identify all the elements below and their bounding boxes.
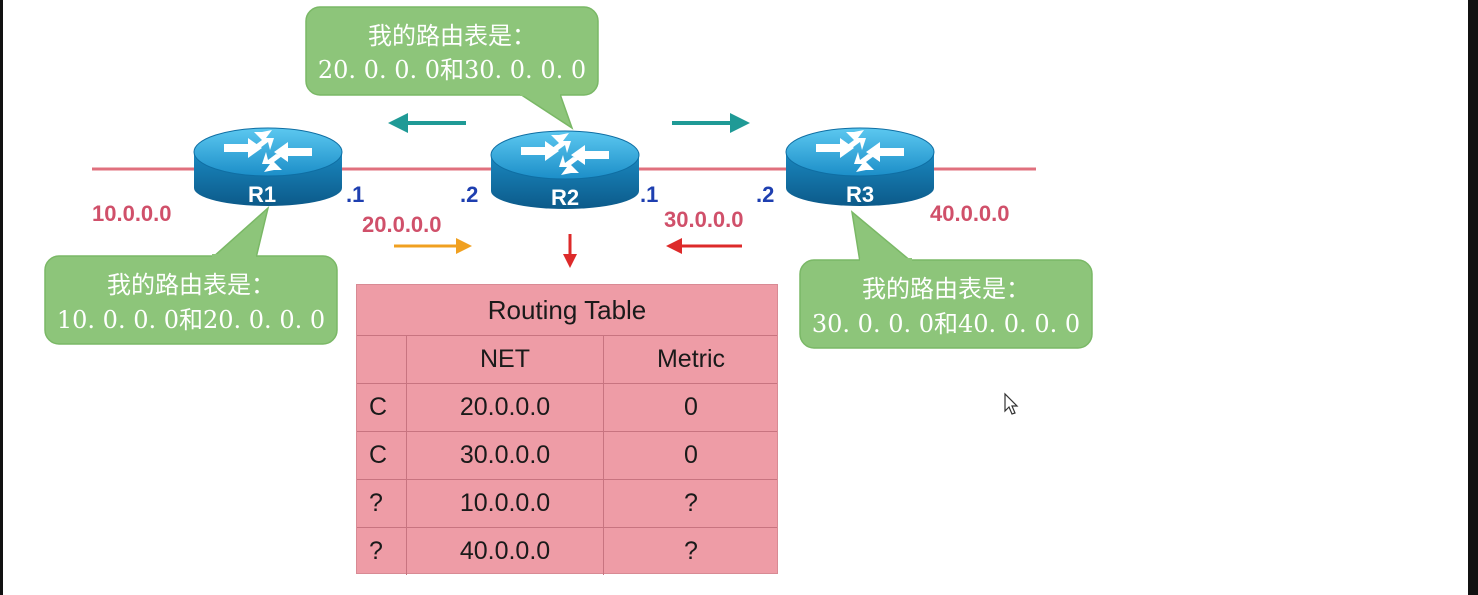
table-cell: 20.0.0.0 bbox=[407, 383, 604, 431]
router-r2: R2 bbox=[490, 130, 640, 210]
callout-r1: 我的路由表是： 10. 0. 0. 0和20. 0. 0. 0 bbox=[44, 205, 338, 345]
interface-r1-right: .1 bbox=[346, 182, 364, 207]
arrow-left-icon bbox=[666, 238, 742, 254]
routing-table-title: Routing Table bbox=[357, 285, 777, 336]
table-header-cell: Metric bbox=[656, 345, 726, 373]
callout-r2: 我的路由表是： 20. 0. 0. 0和30. 0. 0. 0 bbox=[305, 6, 599, 130]
router-r1-label: R1 bbox=[248, 182, 276, 207]
network-label-4: 40.0.0.0 bbox=[930, 201, 1010, 226]
callout-r2-line1: 我的路由表是： bbox=[368, 22, 536, 50]
table-cell: C bbox=[357, 383, 407, 431]
left-edge-bar bbox=[0, 0, 3, 595]
router-r1: R1 bbox=[193, 127, 343, 207]
table-cell: ? bbox=[684, 489, 698, 517]
table-header-row: NET Metric bbox=[357, 335, 777, 384]
callout-r3-line1: 我的路由表是： bbox=[862, 275, 1030, 303]
router-r3: R3 bbox=[785, 127, 935, 207]
table-cell: ? bbox=[684, 537, 698, 565]
table-cell: C bbox=[357, 431, 407, 479]
callout-r2-line2: 20. 0. 0. 0和30. 0. 0. 0 bbox=[318, 56, 586, 84]
table-cell: ? bbox=[357, 527, 407, 575]
table-header-cell: NET bbox=[407, 335, 604, 383]
table-cell: 30.0.0.0 bbox=[407, 431, 604, 479]
arrow-left-icon bbox=[388, 113, 466, 133]
table-cell: 10.0.0.0 bbox=[407, 479, 604, 527]
right-edge-bar bbox=[1468, 0, 1478, 595]
arrow-down-icon bbox=[563, 234, 577, 268]
network-label-1: 10.0.0.0 bbox=[92, 201, 172, 226]
table-cell: 40.0.0.0 bbox=[407, 527, 604, 575]
router-r3-label: R3 bbox=[846, 182, 874, 207]
arrow-right-icon bbox=[672, 113, 750, 133]
callout-r1-line1: 我的路由表是： bbox=[107, 271, 275, 299]
interface-r2-right: .1 bbox=[640, 182, 658, 207]
callout-r3-line2: 30. 0. 0. 0和40. 0. 0. 0 bbox=[812, 310, 1080, 338]
mouse-cursor-icon bbox=[1004, 392, 1019, 415]
network-label-2: 20.0.0.0 bbox=[362, 212, 442, 237]
callout-r1-line2: 10. 0. 0. 0和20. 0. 0. 0 bbox=[57, 306, 325, 334]
network-label-3: 30.0.0.0 bbox=[664, 207, 744, 232]
callout-r3: 我的路由表是： 30. 0. 0. 0和40. 0. 0. 0 bbox=[799, 210, 1093, 349]
table-row: ?40.0.0.0? bbox=[357, 527, 777, 575]
table-cell: 0 bbox=[684, 441, 698, 469]
arrow-right-icon bbox=[394, 238, 472, 254]
table-header-cell bbox=[357, 335, 407, 383]
interface-r3-left: .2 bbox=[756, 182, 774, 207]
interface-r2-left: .2 bbox=[460, 182, 478, 207]
table-cell: ? bbox=[357, 479, 407, 527]
table-cell: 0 bbox=[684, 393, 698, 421]
router-r2-label: R2 bbox=[551, 185, 579, 210]
table-row: ?10.0.0.0? bbox=[357, 479, 777, 528]
